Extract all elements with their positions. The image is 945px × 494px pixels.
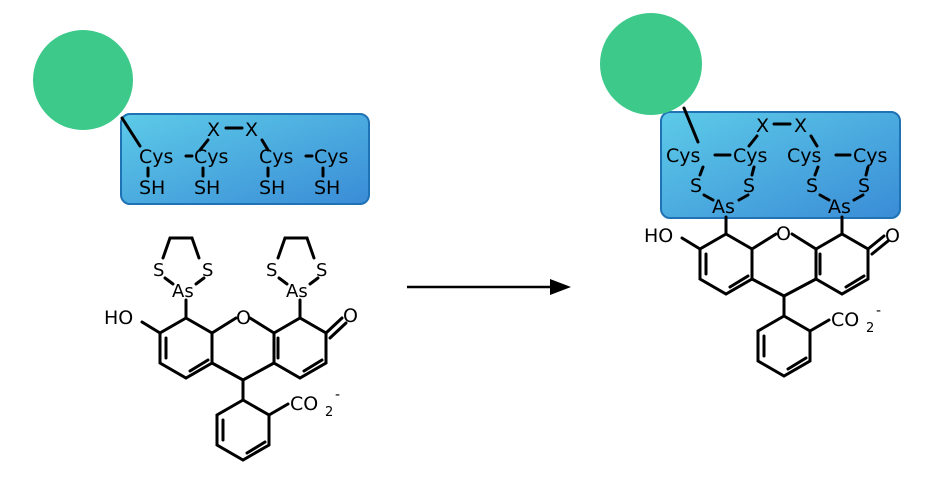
linker-x-2: X (245, 119, 258, 141)
linker-bond-r-left (747, 134, 759, 148)
sas-bond-3 (818, 193, 831, 202)
linker-x-right-1: X (756, 115, 769, 137)
xanthene-r-o-c (790, 232, 818, 251)
s-as-bond-4 (308, 276, 320, 286)
thiol-label-1: SH (139, 177, 165, 199)
linker-bond-left (198, 138, 210, 152)
arsenic-right-1: As (712, 196, 735, 218)
ring-oxygen-label: O (236, 307, 251, 329)
sas-bond-1 (702, 193, 715, 202)
carboxylate-r-bond (808, 318, 831, 333)
phenyl-r-double-2 (786, 356, 808, 371)
dithiolane-s-3: S (266, 260, 277, 281)
hydroxyl-label: HO (104, 307, 133, 329)
right-product: X X Cys Cys Cys Cys S S S S As As (600, 13, 901, 378)
thiol-label-2: SH (194, 177, 220, 199)
protein-bead-left (33, 30, 133, 130)
cys-right-1: Cys (666, 145, 700, 167)
xanthene-central-bottom (210, 361, 276, 382)
peptide-box-left (120, 113, 370, 205)
cys-label-1: Cys (139, 146, 173, 168)
xanthene-ring-right (272, 316, 328, 380)
cys-right-2: Cys (733, 145, 767, 167)
ketone-oxygen-right: O (885, 225, 900, 247)
sulfur-right-2: S (743, 175, 755, 197)
cs-bond-2 (750, 165, 756, 177)
cs-bond-1 (698, 165, 705, 177)
left-reactants: X X Cys Cys Cys Cys SH SH SH SH S S As (33, 30, 370, 462)
ketone-r-bond-2 (870, 239, 890, 256)
arsenic-right-2: As (828, 196, 851, 218)
arsenic-label-1: As (172, 281, 194, 302)
cs-bond-4 (864, 165, 870, 177)
xanthene-right-double (302, 358, 324, 373)
linker-bond-right (260, 138, 270, 152)
carboxylate-right-label: CO (831, 309, 859, 331)
linker-x-right-2: X (794, 115, 807, 137)
xanthene-r-ring-left (698, 232, 754, 296)
cys-label-3: Cys (259, 146, 293, 168)
sulfur-right-3: S (806, 175, 818, 197)
phenyl-r-ring (756, 314, 812, 378)
thiol-label-4: SH (314, 177, 340, 199)
s-as-bond-3 (277, 276, 289, 286)
ketone-r-bond (866, 234, 886, 251)
carboxylate-charge: - (335, 387, 340, 403)
xanthene-ring-left (158, 316, 214, 380)
cys-label-4: Cys (314, 146, 348, 168)
sas-bond-4 (852, 193, 865, 202)
right-arrow-icon (407, 279, 571, 295)
dithiolane-s-4: S (316, 260, 327, 281)
sulfur-right-4: S (858, 175, 870, 197)
xanthene-r-c-o (750, 232, 778, 251)
xanthene-left-double-2 (188, 358, 210, 373)
carboxylate-right-charge: - (876, 303, 881, 319)
ketone-oxygen-label: O (343, 305, 358, 327)
xanthene-r-central-bottom (750, 277, 818, 298)
carboxylate-subscript: 2 (325, 405, 333, 420)
dithiolane-s-2: S (202, 260, 213, 281)
linker-x-1: X (207, 119, 220, 141)
protein-bead-right (600, 13, 702, 115)
thiol-label-3: SH (259, 177, 285, 199)
dithiolane-ring-right (276, 236, 316, 260)
hydroxyl-right: HO (644, 225, 673, 247)
carboxylate-label: CO (290, 393, 318, 415)
cys-right-3: Cys (787, 145, 821, 167)
phenyl-ring (215, 398, 271, 462)
ring-oxygen-right: O (776, 223, 791, 245)
xanthene-c-o-left (210, 316, 238, 335)
xanthene-r-left-double-2 (728, 274, 750, 289)
dithiolane-s-1: S (153, 260, 164, 281)
cys-label-2: Cys (194, 146, 228, 168)
flash-reagent: S S As S S As O (104, 236, 358, 462)
peptide-box-right (660, 111, 901, 219)
phenyl-double-2 (245, 440, 267, 455)
bead-linker-left (120, 116, 142, 148)
hydroxyl-bond (140, 320, 162, 335)
xanthene-o-c-right (248, 316, 276, 335)
s-as-bond-1 (163, 276, 175, 286)
dithiolane-ring-left (161, 236, 201, 260)
sas-bond-2 (737, 193, 750, 202)
s-as-bond-2 (194, 276, 206, 286)
bead-linker-right (682, 106, 700, 144)
cs-bond-3 (813, 165, 820, 177)
linker-bond-r-right (809, 134, 819, 148)
arsenic-label-2: As (286, 281, 308, 302)
carboxylate-right-subscript: 2 (866, 321, 874, 336)
cys-right-4: Cys (853, 145, 887, 167)
xanthene-r-ring-right (814, 232, 870, 296)
ketone-bond-2 (328, 321, 348, 340)
sulfur-right-1: S (690, 175, 702, 197)
xanthene-r-right-double (844, 274, 866, 289)
hydroxyl-r-bond (680, 236, 702, 251)
ketone-bond (324, 316, 344, 335)
carboxylate-bond (267, 402, 290, 417)
